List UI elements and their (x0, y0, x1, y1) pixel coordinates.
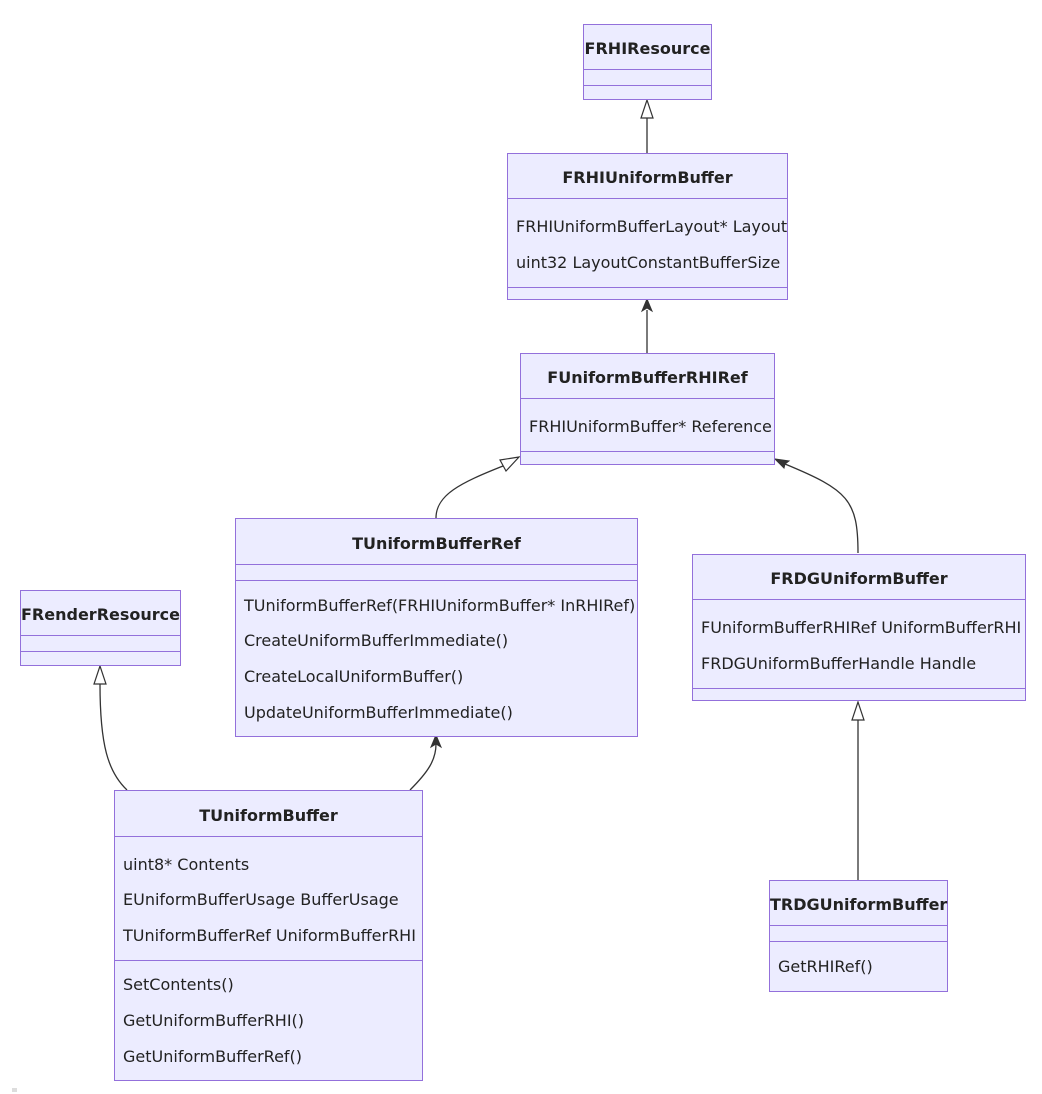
method: GetUniformBufferRef() (123, 1047, 303, 1066)
corner-mark (12, 1088, 17, 1092)
class-title: FRHIResource (584, 39, 711, 58)
class-funiformbufferrhiref: FUniformBufferRHIRef FRHIUniformBuffer* … (520, 353, 775, 465)
method: GetUniformBufferRHI() (123, 1011, 305, 1030)
class-title: FRenderResource (21, 605, 180, 624)
attribute: TUniformBufferRef UniformBufferRHI (123, 926, 416, 945)
relation-frduniformbuffer-to-funiformbufferrhiref (773, 458, 859, 554)
method: TUniformBufferRef(FRHIUniformBuffer* InR… (244, 596, 636, 615)
attributes-divider (508, 198, 787, 199)
methods-divider (770, 941, 947, 942)
class-tuniformbufferref: TUniformBufferRef TUniformBufferRef(FRHI… (235, 518, 638, 737)
class-title: TRDGUniformBuffer (770, 895, 948, 914)
method: UpdateUniformBufferImmediate() (244, 703, 513, 722)
class-title: TUniformBuffer (199, 806, 338, 825)
methods-divider (21, 651, 180, 652)
method: CreateUniformBufferImmediate() (244, 631, 509, 650)
relation-frhiuniformbuffer-to-frhiresource (640, 98, 654, 153)
methods-divider (236, 580, 637, 581)
methods-divider (584, 85, 711, 86)
class-frenderresource: FRenderResource (20, 590, 181, 666)
class-frhiresource: FRHIResource (583, 24, 712, 100)
relation-tuniformbuffer-to-frenderresource (93, 664, 128, 791)
method: SetContents() (123, 975, 234, 994)
attributes-divider (236, 564, 637, 565)
attributes-divider (521, 398, 774, 399)
class-tuniformbuffer: TUniformBuffer uint8* Contents EUniformB… (114, 790, 423, 1081)
attribute: FRHIUniformBufferLayout* Layout (516, 217, 788, 236)
attributes-divider (693, 599, 1025, 600)
class-trdguniformbuffer: TRDGUniformBuffer GetRHIRef() (769, 880, 948, 992)
attribute: uint8* Contents (123, 855, 250, 874)
methods-divider (115, 960, 422, 961)
attributes-divider (770, 925, 947, 926)
relation-trdguniformbuffer-to-frduniformbuffer (851, 700, 865, 880)
attribute: FRHIUniformBuffer* Reference (529, 417, 772, 436)
attribute: FUniformBufferRHIRef UniformBufferRHI (701, 618, 1022, 637)
attribute: uint32 LayoutConstantBufferSize (516, 253, 781, 272)
attributes-divider (21, 635, 180, 636)
relation-tuniformbufferref-to-funiformbufferrhiref (435, 456, 521, 519)
class-frhiuniformbuffer: FRHIUniformBuffer FRHIUniformBufferLayou… (507, 153, 788, 300)
attribute: EUniformBufferUsage BufferUsage (123, 890, 399, 909)
relation-funiformbufferrhiref-to-frhiuniformbuffer (640, 297, 654, 353)
class-frduniformbuffer: FRDGUniformBuffer FUniformBufferRHIRef U… (692, 554, 1026, 701)
class-title: FRDGUniformBuffer (770, 569, 948, 588)
methods-divider (693, 688, 1025, 689)
methods-divider (508, 287, 787, 288)
methods-divider (521, 451, 774, 452)
attribute: FRDGUniformBufferHandle Handle (701, 654, 977, 673)
relation-tuniformbuffer-to-tuniformbufferref (409, 733, 443, 791)
method: GetRHIRef() (778, 957, 873, 976)
attributes-divider (584, 69, 711, 70)
class-title: TUniformBufferRef (352, 534, 521, 553)
attributes-divider (115, 836, 422, 837)
method: CreateLocalUniformBuffer() (244, 667, 464, 686)
class-title: FUniformBufferRHIRef (547, 368, 748, 387)
class-title: FRHIUniformBuffer (562, 168, 733, 187)
